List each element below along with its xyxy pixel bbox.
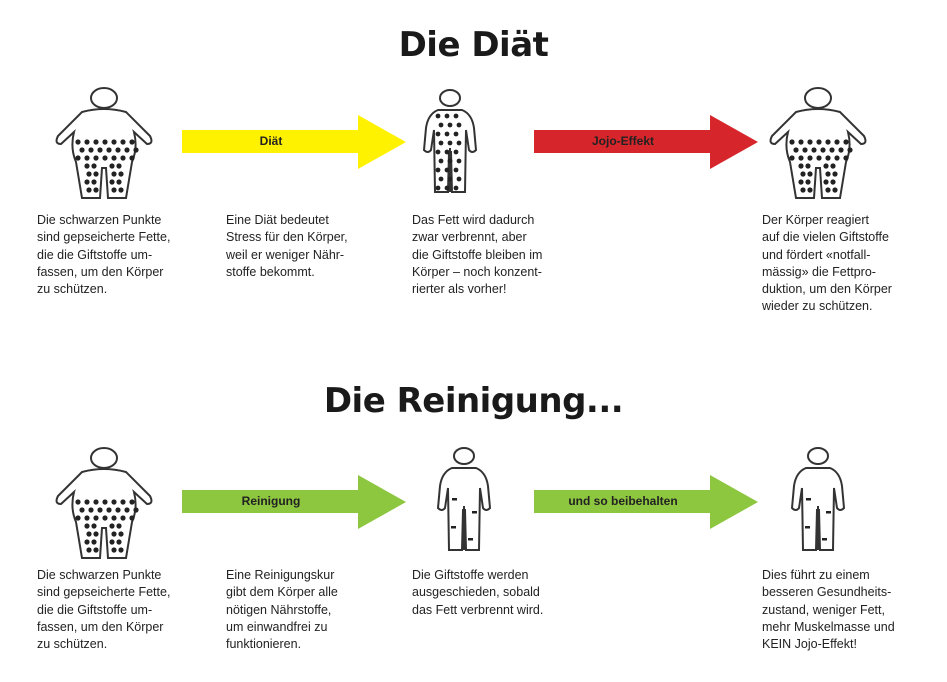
diet-title: Die Diät bbox=[398, 25, 549, 65]
diet-text-4: Der Körper reagiert auf die vielen Gifts… bbox=[762, 213, 892, 314]
cleanse-text-1: Die schwarzen Punkte sind gepseicherte F… bbox=[37, 568, 171, 652]
diet-arrow: Diät bbox=[182, 115, 406, 169]
overweight-figure-icon bbox=[55, 87, 153, 199]
diet-text-1: Die schwarzen Punkte sind gepseicherte F… bbox=[37, 213, 171, 297]
diet-arrow-label: Diät bbox=[259, 134, 283, 148]
diet-text-2: Eine Diät bedeutet Stress für den Körper… bbox=[226, 213, 348, 279]
cleanse-title: Die Reinigung... bbox=[323, 381, 624, 421]
cleanse-text-2: Eine Reinigungskur gibt dem Körper alle … bbox=[226, 568, 338, 652]
cleanse-arrow: Reinigung bbox=[182, 475, 406, 529]
thin-figure-toxins-icon bbox=[422, 89, 478, 193]
cleanse-text-4: Dies führt zu einem besseren Gesundheits… bbox=[762, 568, 895, 652]
cleanse-text-3: Die Giftstoffe werden ausgeschieden, sob… bbox=[412, 568, 544, 617]
maintain-arrow: und so beibehalten bbox=[534, 475, 758, 529]
cleanse-arrow-label: Reinigung bbox=[241, 494, 301, 508]
yoyo-arrow-label: Jojo-Effekt bbox=[591, 134, 654, 148]
overweight-figure-icon bbox=[769, 87, 867, 199]
diet-text-3: Das Fett wird dadurch zwar verbrennt, ab… bbox=[412, 213, 543, 297]
yoyo-arrow: Jojo-Effekt bbox=[534, 115, 758, 169]
slim-figure-icon bbox=[790, 447, 846, 551]
overweight-figure-icon bbox=[55, 447, 153, 559]
slim-figure-icon bbox=[436, 447, 492, 551]
maintain-arrow-label: und so beibehalten bbox=[568, 494, 678, 508]
